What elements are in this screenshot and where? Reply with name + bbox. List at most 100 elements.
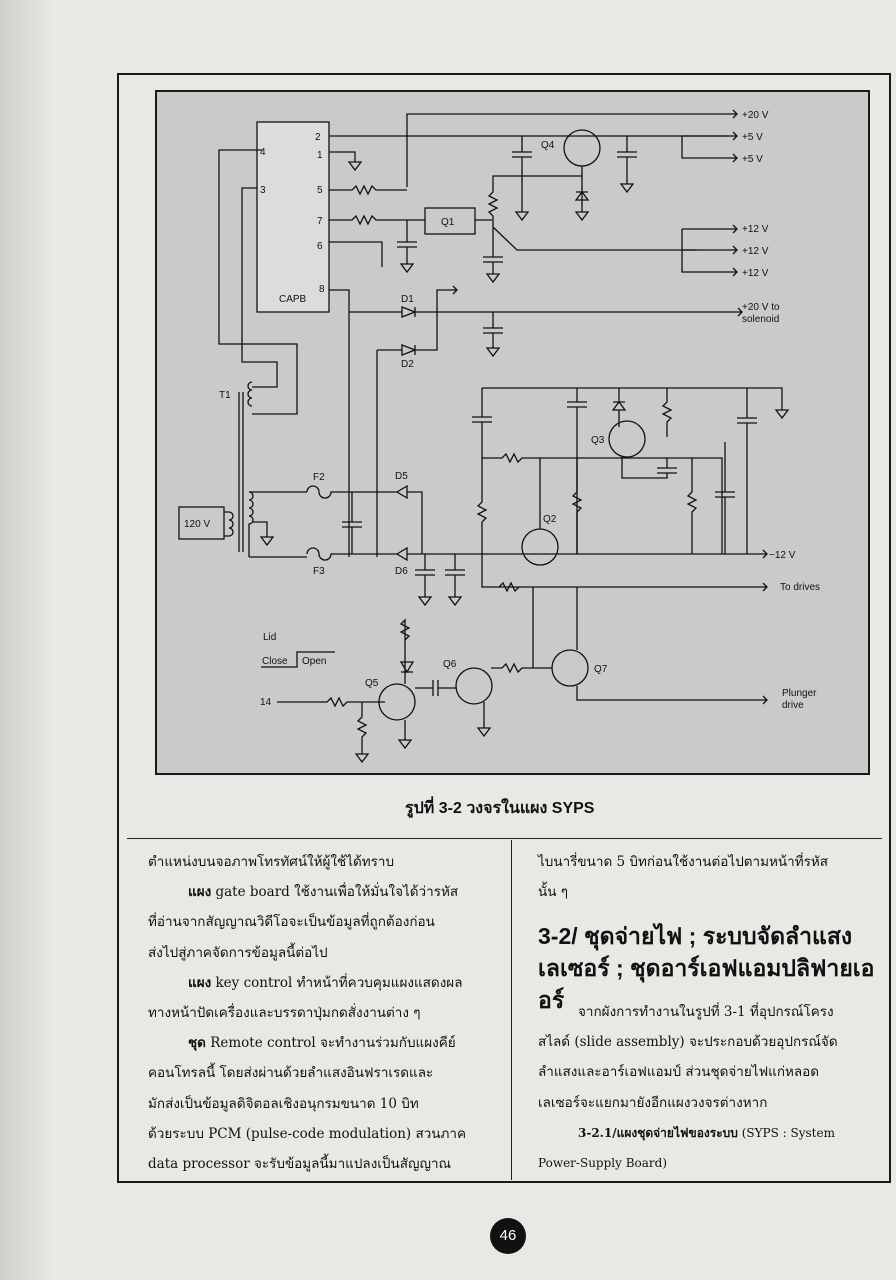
cap-q5-q6 [415, 680, 457, 696]
label-20v: +20 V [742, 110, 769, 121]
zener-q3 [611, 388, 627, 427]
arrow-20v [727, 109, 738, 119]
t1-secondary [248, 491, 307, 558]
right-body-line-1: จากผังการทำงานในรูปที่ 3-1 ที่อุปกรณ์โคร… [578, 1004, 834, 1020]
q5-transistor [378, 683, 416, 721]
q7-label: Q7 [594, 664, 608, 675]
column-top-rule [127, 838, 882, 839]
fuse-f2 [306, 485, 397, 499]
cap-12v [483, 227, 503, 284]
label-12v-c: +12 V [742, 268, 769, 279]
left-line-10: ด้วยระบบ PCM (pulse-code modulation) สวน… [148, 1125, 467, 1142]
pin-7-label: 7 [317, 216, 323, 227]
wire-20v [406, 113, 727, 187]
arrow-12v-b [727, 245, 738, 255]
arrow-12v-c [727, 267, 738, 277]
res-right [686, 458, 698, 554]
wire-12v [487, 166, 697, 251]
right-body-line-3: ลำแสงและอาร์เอฟแอมป์ ส่วนชุดจ่ายไฟแก่หลอ… [538, 1064, 820, 1081]
lid-label: Lid [263, 632, 276, 643]
q2-label: Q2 [543, 514, 557, 525]
q6-emitter-gnd [476, 702, 492, 738]
label-5v-b: +5 V [742, 154, 763, 165]
q5-label: Q5 [365, 678, 379, 689]
res-q6-q7 [491, 662, 552, 674]
pin-3-label: 3 [260, 185, 266, 196]
cap-q3-emit [621, 457, 677, 479]
right-body-line-5: 3-2.1/แผงชุดจ่ายไฟของระบบ (SYPS : System [578, 1125, 835, 1140]
left-line-7: ชุด Remote control จะทำงานร่วมกับแผงคีย์ [188, 1035, 456, 1052]
right-column-body: จากผังการทำงานในรูปที่ 3-1 ที่อุปกรณ์โคร… [538, 997, 883, 1178]
label-plunger-2: drive [782, 700, 804, 711]
q2-transistor [521, 528, 559, 566]
q5-emitter-gnd [397, 720, 413, 750]
cap-q4-in [512, 136, 532, 222]
label-plunger-1: Plunger [782, 688, 817, 699]
diode-d1 [349, 306, 732, 318]
heading-line-2: เลเซอร์ ; ชุดอาร์เอฟแอมปลิฟายเออร์ [538, 955, 875, 1013]
pin-1-label: 1 [317, 150, 323, 161]
diode-d2 [377, 312, 438, 356]
f3-label: F3 [313, 566, 325, 577]
cap-neg-a [415, 554, 435, 607]
q4-label: Q4 [541, 140, 555, 151]
label-solenoid-2: solenoid [742, 314, 779, 325]
resistor-pin7 [329, 214, 425, 226]
q6-transistor [455, 667, 493, 705]
circuit-diagram: CAPB 2 1 5 7 6 8 4 3 Q1 Q4 [155, 90, 870, 775]
right-body-line-2: สไลด์ (slide assembly) จะประกอบด้วยอุปกร… [538, 1034, 838, 1051]
t1-label: T1 [219, 390, 231, 401]
left-line-9: มักส่งเป็นข้อมูลดิจิตอลเชิงอนุกรมขนาด 10… [148, 1095, 419, 1112]
lid-close-label: Close [262, 656, 288, 667]
f2-label: F2 [313, 472, 325, 483]
left-line-1: ตำแหน่งบนจอภาพโทรทัศน์ให้ผู้ใช้ได้ทราบ [148, 854, 395, 870]
left-line-5: แผง key control ทำหน้าที่ควบคุมแผงแสดงผล [188, 974, 463, 991]
label-12v-b: +12 V [742, 246, 769, 257]
wire-pin6 [329, 241, 383, 267]
left-line-8: คอนโทรลนี้ โดยส่งผ่านด้วยลำแสงอินฟราเรดแ… [148, 1065, 434, 1082]
q3-transistor [608, 420, 646, 458]
label-solenoid-1: +20 V to [742, 302, 780, 313]
content-frame [117, 73, 891, 1183]
capb-label: CAPB [279, 294, 307, 305]
res-q5-base [277, 696, 385, 708]
wire-plunger [576, 686, 757, 701]
figure-caption: รูปที่ 3-2 วงจรในแผง SYPS [405, 800, 595, 817]
d1-label: D1 [401, 294, 414, 305]
page-number: 46 [490, 1218, 526, 1254]
lid-waveform [261, 651, 335, 668]
wire-reg-left [472, 388, 757, 588]
res-drives [498, 581, 520, 593]
wire-pin4-loop [218, 149, 298, 415]
left-line-2: แผง gate board ใช้งานเพื่อให้มั่นใจได้ว่… [188, 884, 459, 901]
wire-pin8 [329, 289, 350, 557]
pin-8-label: 8 [319, 284, 325, 295]
pin-4-label: 4 [260, 147, 266, 158]
arrow-solenoid [732, 307, 743, 317]
label-5v-a: +5 V [742, 132, 763, 143]
cap-solenoid [483, 312, 503, 358]
lid-open-label: Open [302, 656, 326, 667]
right-body-line-6: Power-Supply Board) [538, 1156, 668, 1171]
cap-pin7 [397, 220, 417, 274]
arrow-neg12v [757, 549, 768, 559]
label-drives: To drives [780, 582, 820, 593]
cap-q4-out [617, 136, 637, 194]
wire-pin1-gnd [329, 151, 356, 162]
heading-line-1: 3-2/ ชุดจ่ายไฟ ; ระบบจัดลำแสง [538, 923, 853, 949]
right-line-1: ไบนารี่ขนาด 5 บิทก่อนใช้งานต่อไปตามหน้าท… [538, 854, 829, 870]
wire-5v-split [681, 135, 727, 159]
arrow-5v-b [727, 153, 738, 163]
left-line-3: ที่อ่านจากสัญญาณวิดีโอจะเป็นข้อมูลที่ถูก… [148, 914, 435, 931]
left-line-4: ส่งไปสู่ภาคจัดการข้อมูลนี้ต่อไป [148, 944, 328, 961]
diode-d5 [395, 484, 423, 554]
t1-primary [224, 511, 234, 537]
wire-q3-base [482, 452, 723, 554]
capb-ic [256, 121, 330, 313]
wire-d1-branch [436, 285, 458, 312]
res-q5-pulldown [354, 702, 370, 764]
q6-label: Q6 [443, 659, 457, 670]
diode-d6 [395, 546, 757, 562]
circuit-diagram-svg: CAPB 2 1 5 7 6 8 4 3 Q1 Q4 [178, 109, 820, 764]
wire-pin3-loop [241, 187, 278, 388]
